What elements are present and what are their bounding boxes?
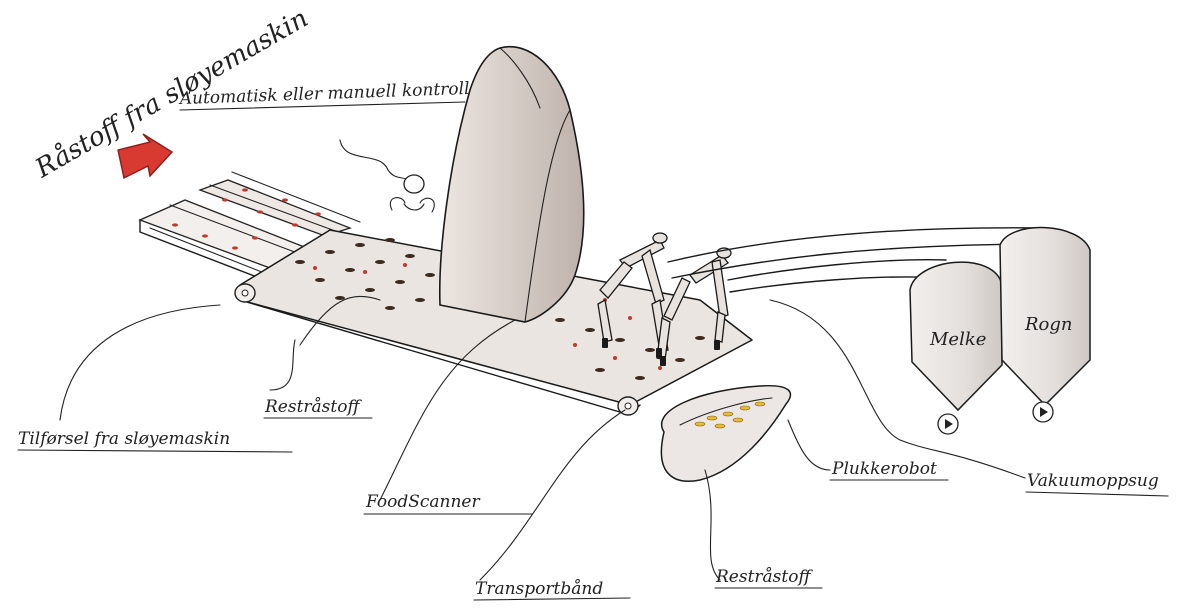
tank-label-rogn: Rogn: [1024, 314, 1073, 335]
label-residual-bin: Restråstoff: [715, 567, 813, 587]
label-supply: Tilførsel fra sløyemaskin: [18, 429, 230, 449]
tank-label-melke: Melke: [929, 329, 986, 350]
control-knob-icon: [340, 140, 434, 212]
tank-melke: Melke: [910, 262, 1002, 434]
label-residual-belt: Restråstoff: [264, 397, 362, 417]
red-arrow-icon: [118, 134, 172, 178]
label-food-scanner: FoodScanner: [365, 492, 480, 512]
label-conveyor: Transportbånd: [475, 579, 603, 599]
label-picker-robot: Plukkerobot: [831, 459, 937, 479]
label-control: Automatisk eller manuell kontroll: [177, 79, 469, 109]
residual-bin: [661, 386, 790, 482]
label-vacuum: Vakuumoppsug: [1027, 471, 1159, 491]
tank-rogn: Rogn: [1000, 228, 1090, 422]
